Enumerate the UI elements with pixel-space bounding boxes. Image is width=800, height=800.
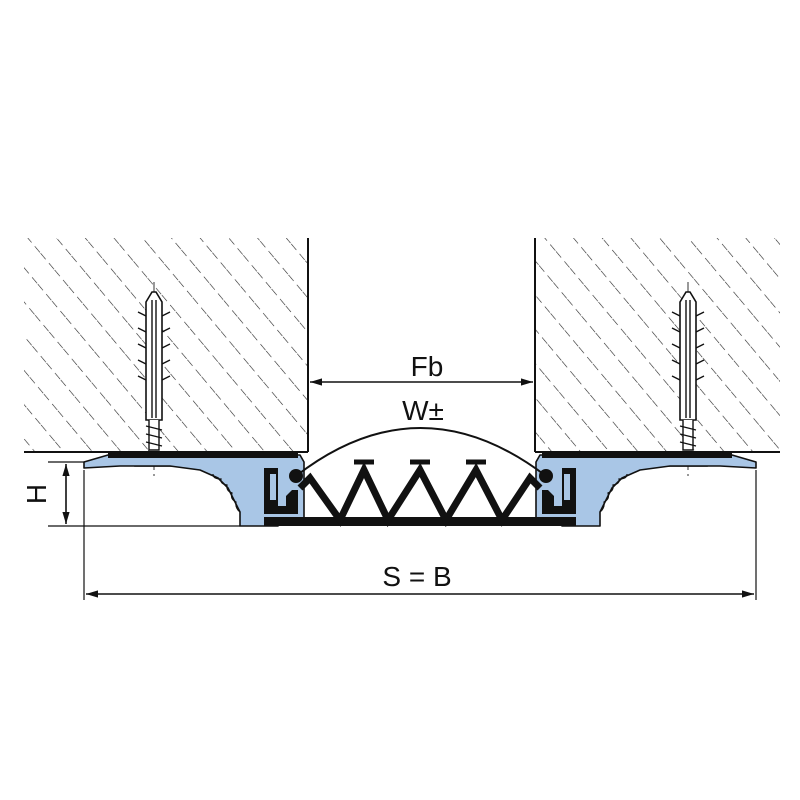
seal-base [264, 517, 576, 526]
left-profile [83, 452, 305, 527]
sb-dimension: S = B [83, 470, 757, 600]
right-pivot-dot [539, 469, 553, 483]
right-anchor-screw [668, 282, 708, 480]
h-label: H [21, 484, 52, 504]
right-concrete-slab [534, 238, 780, 453]
left-pivot-dot [289, 469, 303, 483]
left-anchor-screw [134, 282, 174, 480]
zigzag-elastomer [297, 459, 543, 528]
h-dimension: H [21, 461, 240, 527]
right-profile [535, 452, 757, 527]
w-label: W± [402, 395, 444, 426]
w-dimension: W± [402, 395, 444, 426]
fb-label: Fb [411, 351, 444, 382]
sb-label: S = B [382, 561, 451, 592]
fb-dimension: Fb [310, 351, 533, 386]
left-concrete-slab [24, 238, 309, 453]
movement-arc [289, 427, 553, 483]
